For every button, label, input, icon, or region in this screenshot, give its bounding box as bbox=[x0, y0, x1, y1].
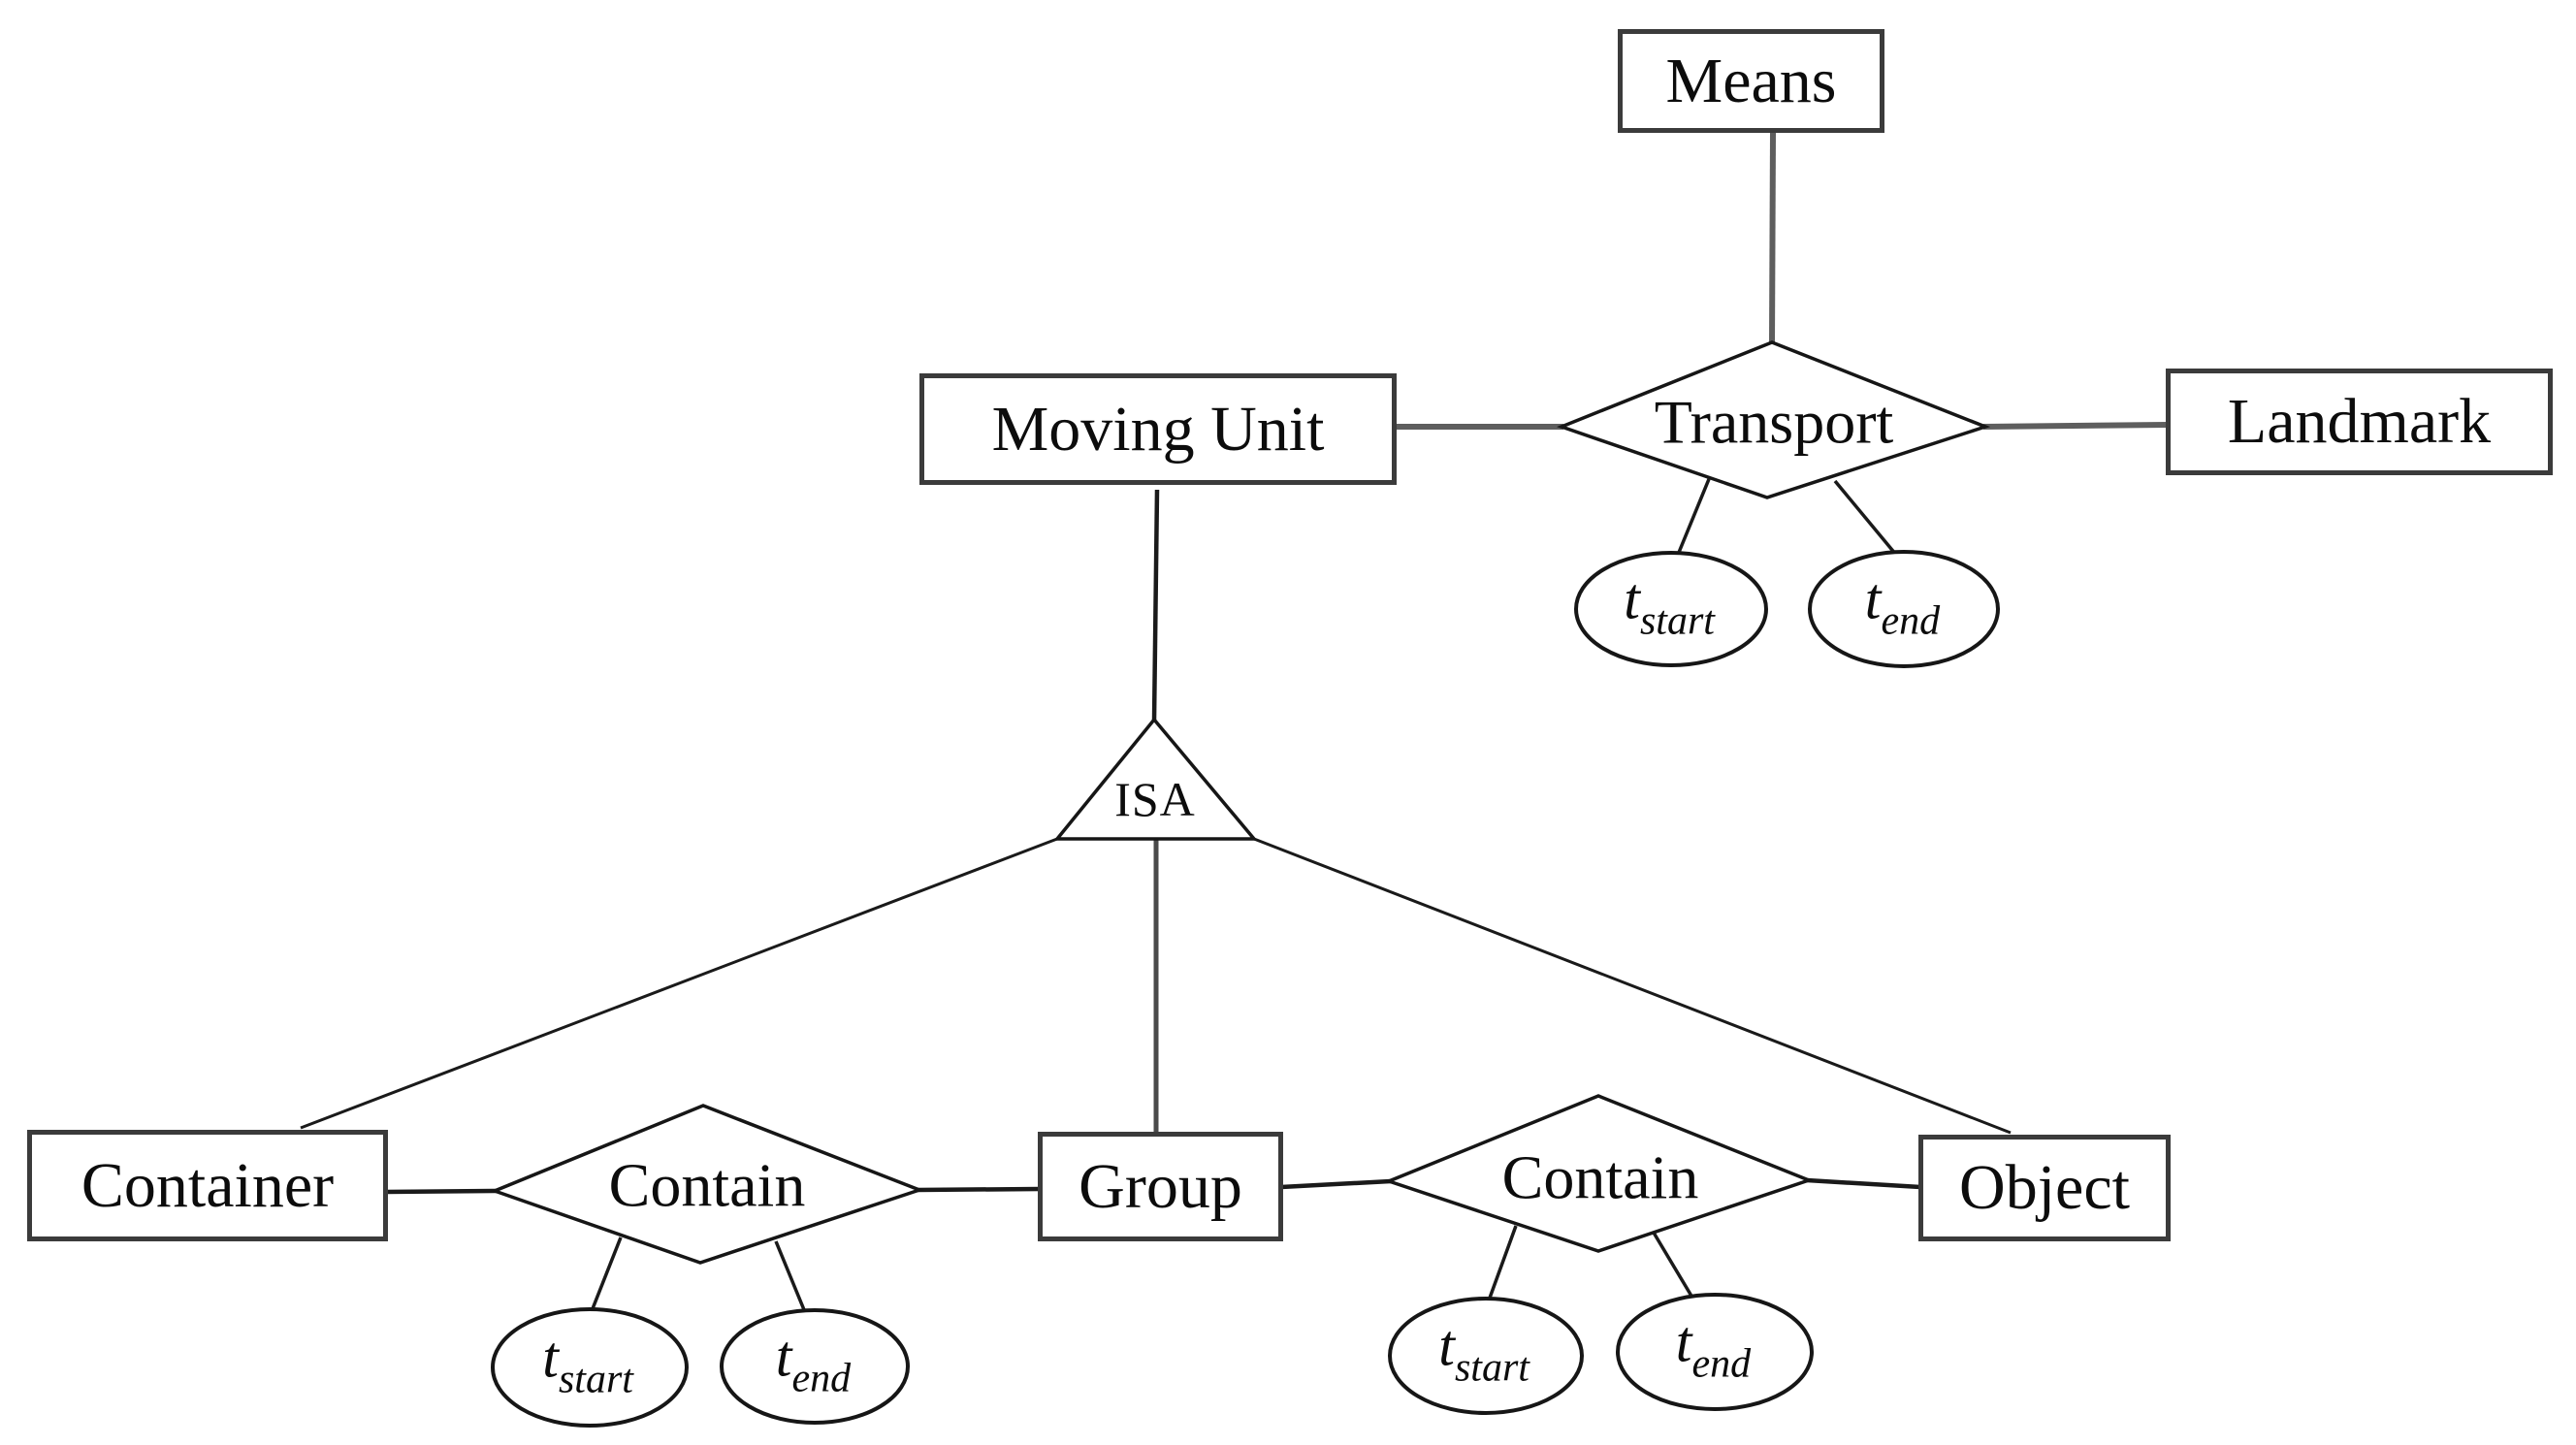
attribute-contain-left-tend: tend bbox=[776, 1327, 851, 1398]
attr-base: t bbox=[1624, 566, 1640, 631]
attribute-transport-tstart: tstart bbox=[1624, 569, 1715, 641]
attr-base: t bbox=[1438, 1313, 1455, 1378]
attr-base: t bbox=[775, 1324, 792, 1389]
edge-transport-tend bbox=[1833, 479, 1898, 557]
edge-isa-container bbox=[300, 837, 1058, 1130]
attr-base: t bbox=[542, 1325, 559, 1390]
entity-means-label: Means bbox=[1665, 45, 1837, 116]
entity-landmark: Landmark bbox=[2166, 369, 2553, 475]
attr-sub: start bbox=[1454, 1345, 1530, 1391]
attribute-contain-right-tstart: tstart bbox=[1438, 1316, 1530, 1388]
contain-left-tend-ellipse bbox=[720, 1308, 910, 1425]
attr-sub: end bbox=[791, 1356, 852, 1401]
entity-group-label: Group bbox=[1079, 1150, 1242, 1222]
edge-movingunit-isa bbox=[1151, 489, 1160, 722]
relationship-contain-right-label: Contain bbox=[1501, 1142, 1699, 1212]
attr-sub: end bbox=[1691, 1341, 1752, 1387]
entity-means: Means bbox=[1618, 29, 1884, 133]
contain-left-tstart-ellipse bbox=[491, 1307, 689, 1428]
contain-right-tend-ellipse bbox=[1616, 1293, 1814, 1411]
attr-sub: start bbox=[558, 1357, 633, 1402]
attr-sub: start bbox=[1639, 598, 1715, 644]
attr-base: t bbox=[1864, 566, 1882, 631]
edge-means-transport bbox=[1769, 132, 1776, 345]
attr-base: t bbox=[1675, 1309, 1692, 1374]
relationship-transport-label: Transport bbox=[1654, 387, 1894, 457]
edge-contain2-object bbox=[1806, 1177, 1921, 1190]
edge-container-contain bbox=[385, 1188, 499, 1195]
edge-contain2-tstart bbox=[1487, 1225, 1518, 1301]
transport-tstart-ellipse bbox=[1574, 551, 1768, 667]
edge-isa-object bbox=[1253, 837, 2012, 1135]
relationship-contain-left-label: Contain bbox=[608, 1150, 806, 1220]
edge-contain-group bbox=[917, 1186, 1041, 1193]
entity-container-label: Container bbox=[80, 1149, 335, 1221]
contain-left-diamond-shape bbox=[490, 1104, 925, 1265]
entity-group: Group bbox=[1038, 1132, 1283, 1241]
attribute-contain-right-tend: tend bbox=[1676, 1312, 1751, 1384]
edge-transport-landmark bbox=[1982, 422, 2169, 430]
attribute-transport-tend: tend bbox=[1865, 569, 1940, 641]
transport-diamond-shape bbox=[1556, 340, 1991, 499]
edge-transport-tstart bbox=[1676, 478, 1711, 556]
attr-sub: end bbox=[1881, 598, 1941, 644]
entity-moving-unit: Moving Unit bbox=[919, 373, 1397, 485]
contain-right-tstart-ellipse bbox=[1388, 1297, 1584, 1415]
entity-landmark-label: Landmark bbox=[2227, 386, 2492, 457]
entity-object-label: Object bbox=[1959, 1152, 2130, 1223]
entity-moving-unit-label: Moving Unit bbox=[991, 393, 1325, 465]
entity-object: Object bbox=[1918, 1135, 2171, 1241]
transport-tend-ellipse bbox=[1808, 550, 2000, 668]
contain-right-diamond-shape bbox=[1383, 1094, 1815, 1253]
entity-container: Container bbox=[27, 1130, 388, 1241]
isa-triangle-shape bbox=[1053, 717, 1258, 841]
edge-contain2-tend bbox=[1652, 1232, 1694, 1299]
edge-group-contain2 bbox=[1280, 1178, 1392, 1190]
edge-contain-tend bbox=[774, 1240, 807, 1313]
attribute-contain-left-tstart: tstart bbox=[542, 1328, 633, 1399]
edge-contain-tstart bbox=[590, 1236, 623, 1312]
isa-label: ISA bbox=[1114, 772, 1196, 826]
